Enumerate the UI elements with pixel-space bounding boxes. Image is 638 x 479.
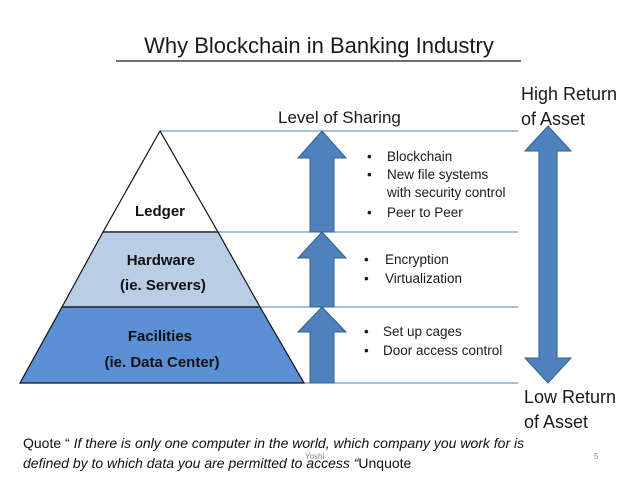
up-arrow-facilities <box>296 306 348 384</box>
bullet-mark: • <box>364 343 369 358</box>
pyramid-tier-facilities <box>18 306 306 384</box>
bullet-mark: • <box>364 324 369 339</box>
tier-label-facilities: Facilities (ie. Data Center) <box>104 328 219 371</box>
bullet-peer-to-peer: Peer to Peer <box>387 205 463 220</box>
high-return-line-1: High Return <box>521 84 617 104</box>
bullet-mark: • <box>367 205 372 220</box>
footer-author: Yoshi <box>305 452 325 461</box>
quote-prefix: Quote “ <box>23 435 70 451</box>
tier-label-hardware-line-2: (ie. Servers) <box>120 277 206 294</box>
quote-suffix: Unquote <box>358 455 411 471</box>
quote-italic-2: defined by to which data you are permitt… <box>23 455 360 471</box>
up-arrow-hardware <box>296 231 348 308</box>
tier-label-hardware: Hardware (ie. Servers) <box>120 252 206 294</box>
bullet-mark: • <box>367 167 372 182</box>
low-return-line-1: Low Return <box>524 387 616 407</box>
bullet-mark: • <box>367 149 372 164</box>
bullet-virtualization: Virtualization <box>385 271 462 286</box>
up-arrow-ledger <box>296 130 348 233</box>
double-arrow-return <box>523 125 573 384</box>
bullet-new-file-systems: New file systems <box>387 167 489 182</box>
bullet-mark: • <box>364 271 369 286</box>
bullet-mark: • <box>364 252 369 267</box>
tier-label-ledger: Ledger <box>135 203 185 220</box>
bullet-door-access-control: Door access control <box>383 343 502 358</box>
page-number: 5 <box>594 452 599 461</box>
tier-label-facilities-line-2: (ie. Data Center) <box>104 354 219 371</box>
low-return-line-2: of Asset <box>524 412 588 432</box>
bullet-continuation: with security control <box>386 185 506 200</box>
tier-label-facilities-line-1: Facilities <box>128 328 192 345</box>
tier-label-hardware-line-1: Hardware <box>127 252 195 269</box>
bullet-set-up-cages: Set up cages <box>383 324 462 339</box>
quote-italic-1: If there is only one computer in the wor… <box>70 435 524 451</box>
pyramid-tier-hardware <box>60 231 262 308</box>
quote-line-1: Quote “ If there is only one computer in… <box>23 435 524 451</box>
bullet-encryption: Encryption <box>385 252 449 267</box>
high-return-label: High Return of Asset <box>521 84 622 129</box>
slide-title: Why Blockchain in Banking Industry <box>144 33 494 58</box>
bullet-blockchain: Blockchain <box>387 149 452 164</box>
quote-line-2: defined by to which data you are permitt… <box>23 455 412 471</box>
level-of-sharing-heading: Level of Sharing <box>278 108 401 127</box>
low-return-label: Low Return of Asset <box>524 387 621 432</box>
high-return-line-2: of Asset <box>521 109 585 129</box>
